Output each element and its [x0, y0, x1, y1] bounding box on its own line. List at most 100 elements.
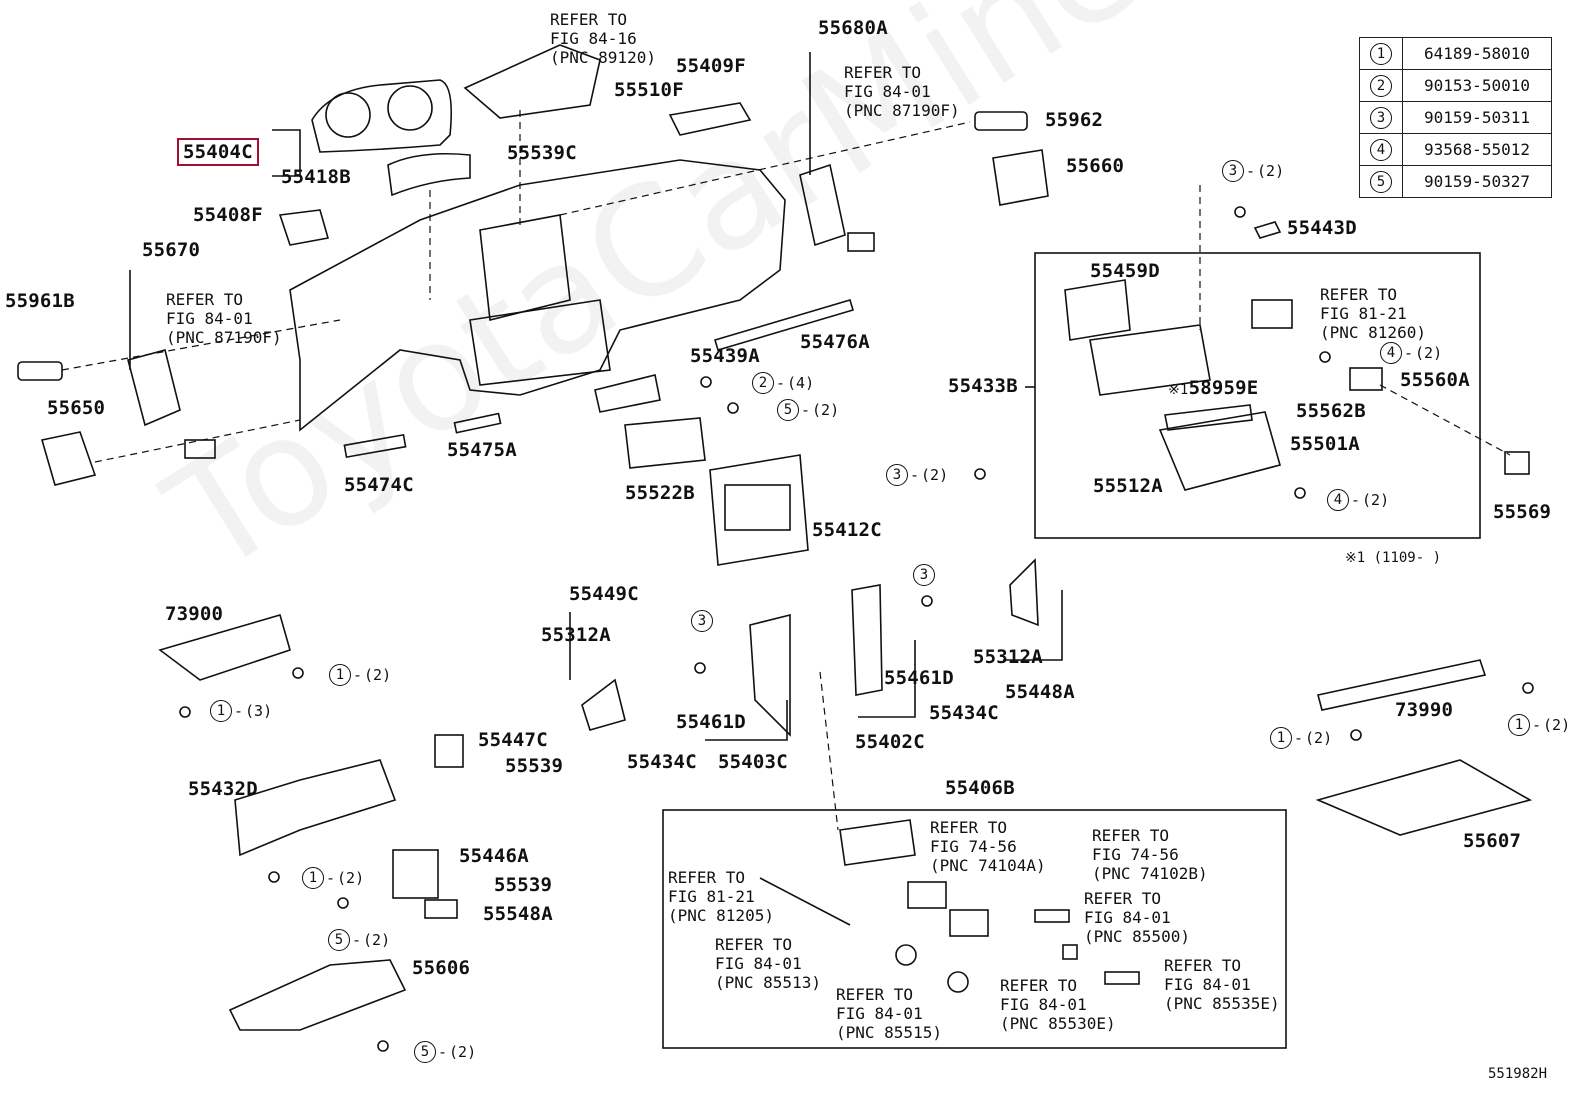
part-label-55434C-left[interactable]: 55434C [627, 751, 697, 773]
ref-fig-84-16: REFER TO FIG 84-16 (PNC 89120) [550, 10, 656, 67]
part-label-55408F[interactable]: 55408F [193, 204, 263, 226]
callout-1-qty2-b[interactable]: 1-(2) [302, 867, 364, 889]
part-label-55461D-right[interactable]: 55461D [884, 667, 954, 689]
bar-55476A-shape [714, 299, 854, 351]
part-label-55522B[interactable]: 55522B [625, 482, 695, 504]
legend-part: 90153-50010 [1402, 69, 1552, 102]
callout-dash: - [438, 1043, 448, 1061]
part-label-55606[interactable]: 55606 [412, 957, 471, 979]
callout-qty: (2) [363, 931, 391, 949]
callout-4-qty2-b[interactable]: 4-(2) [1327, 489, 1389, 511]
switch-55446A-shape [392, 849, 439, 899]
part-label-55569[interactable]: 55569 [1493, 501, 1552, 523]
switch-74102B-shape [949, 909, 989, 937]
part-label-55476A[interactable]: 55476A [800, 331, 870, 353]
callout-1-qty3[interactable]: 1-(3) [210, 700, 272, 722]
callout-5-qty2-c[interactable]: 5-(2) [414, 1041, 476, 1063]
side-vent-right-shape [799, 163, 846, 247]
callout-num: 3 [886, 464, 908, 486]
callout-3-qty2[interactable]: 3-(2) [1222, 160, 1284, 182]
callout-dash: - [801, 401, 811, 419]
callout-qty: (2) [337, 869, 365, 887]
part-label-73900[interactable]: 73900 [165, 603, 224, 625]
callout-qty: (3) [245, 702, 273, 720]
callout-dash: - [1404, 344, 1414, 362]
part-label-55409F[interactable]: 55409F [676, 55, 746, 77]
part-label-55406B[interactable]: 55406B [945, 777, 1015, 799]
callout-num: 1 [1508, 714, 1530, 736]
callout-1-qty2-d[interactable]: 1-(2) [1270, 727, 1332, 749]
vent-55962-shape [974, 111, 1028, 131]
callout-3-b[interactable]: 3 [691, 610, 713, 632]
ref-fig-84-01-87190f-b: REFER TO FIG 84-01 (PNC 87190F) [166, 290, 282, 347]
panel-center-stack [479, 214, 571, 321]
part-label-55446A[interactable]: 55446A [459, 845, 529, 867]
part-label-55448A[interactable]: 55448A [1005, 681, 1075, 703]
part-label-55412C[interactable]: 55412C [812, 519, 882, 541]
part-label-55539-b[interactable]: 55539 [494, 874, 553, 896]
part-label-55510F[interactable]: 55510F [614, 79, 684, 101]
part-label-55539-a[interactable]: 55539 [505, 755, 564, 777]
callout-num: 4 [1380, 342, 1402, 364]
callout-qty: (4) [787, 374, 815, 392]
bolt-m [377, 1040, 389, 1052]
legend-num: 5 [1370, 170, 1392, 193]
strip-55475A-shape [453, 412, 502, 434]
legend-num: 2 [1370, 74, 1392, 97]
part-label-55548A[interactable]: 55548A [483, 903, 553, 925]
part-label-55418B[interactable]: 55418B [281, 166, 351, 188]
part-label-55660[interactable]: 55660 [1066, 155, 1125, 177]
part-label-55403C[interactable]: 55403C [718, 751, 788, 773]
part-label-55512A[interactable]: 55512A [1093, 475, 1163, 497]
part-label-55459D[interactable]: 55459D [1090, 260, 1160, 282]
bolt-f [727, 402, 739, 414]
part-label-55501A[interactable]: 55501A [1290, 433, 1360, 455]
part-label-55312A-left[interactable]: 55312A [541, 624, 611, 646]
part-label-55539C[interactable]: 55539C [507, 142, 577, 164]
part-label-55312A-right[interactable]: 55312A [973, 646, 1043, 668]
ref-fig-84-01-85500: REFER TO FIG 84-01 (PNC 85500) [1084, 889, 1190, 946]
part-label-55432D[interactable]: 55432D [188, 778, 258, 800]
sensor-85515-shape [947, 971, 969, 993]
part-label-55449C[interactable]: 55449C [569, 583, 639, 605]
callout-2-qty4[interactable]: 2-(4) [752, 372, 814, 394]
plug-85500-shape [1034, 909, 1070, 923]
part-label-55961B[interactable]: 55961B [5, 290, 75, 312]
switch-base-shape [839, 819, 916, 866]
callout-5-qty2-b[interactable]: 5-(2) [328, 929, 390, 951]
box-55433B-shape [1089, 324, 1211, 396]
part-label-55402C[interactable]: 55402C [855, 731, 925, 753]
callout-3-qty2-b[interactable]: 3-(2) [886, 464, 948, 486]
part-label-55433B[interactable]: 55433B [948, 375, 1018, 397]
part-label-55962[interactable]: 55962 [1045, 109, 1104, 131]
part-label-55474C[interactable]: 55474C [344, 474, 414, 496]
damper-55569-shape [1504, 451, 1530, 475]
part-label-55443D[interactable]: 55443D [1287, 217, 1357, 239]
part-label-58959E[interactable]: ※158959E [1168, 378, 1258, 400]
part-label-55670[interactable]: 55670 [142, 239, 201, 261]
clip-55443D-shape [1253, 221, 1282, 239]
callout-1-qty2[interactable]: 1-(2) [329, 664, 391, 686]
part-label-55607[interactable]: 55607 [1463, 830, 1522, 852]
part-label-55434C-right[interactable]: 55434C [929, 702, 999, 724]
part-label-55562B[interactable]: 55562B [1296, 400, 1366, 422]
part-label-55475A[interactable]: 55475A [447, 439, 517, 461]
bolt-k [268, 871, 280, 883]
bolt-c [1294, 487, 1306, 499]
callout-4-qty2[interactable]: 4-(2) [1380, 342, 1442, 364]
part-label-55404C[interactable]: 55404C [177, 138, 259, 166]
callout-qty: (2) [921, 466, 949, 484]
part-label-55439A[interactable]: 55439A [690, 345, 760, 367]
callout-3[interactable]: 3 [913, 564, 935, 586]
part-label-55560A[interactable]: 55560A [1400, 369, 1470, 391]
part-label-55447C[interactable]: 55447C [478, 729, 548, 751]
callout-5-qty2[interactable]: 5-(2) [777, 399, 839, 421]
part-label-55650[interactable]: 55650 [47, 397, 106, 419]
gauge-right-shape [387, 85, 433, 131]
part-label-55461D-left[interactable]: 55461D [676, 711, 746, 733]
part-label-55680A[interactable]: 55680A [818, 17, 888, 39]
callout-qty: (2) [1305, 729, 1333, 747]
callout-1-qty2-c[interactable]: 1-(2) [1508, 714, 1570, 736]
part-label-73990[interactable]: 73990 [1395, 699, 1454, 721]
